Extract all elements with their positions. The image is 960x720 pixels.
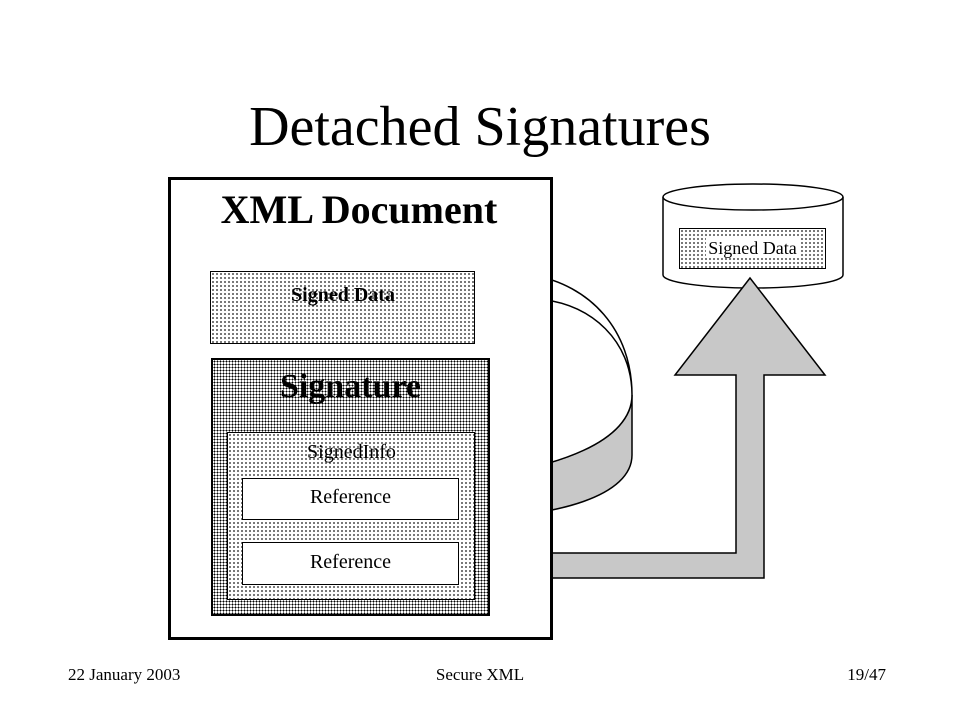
external-signed-data-box: Signed Data (679, 228, 826, 269)
page-number: 19/47 (847, 665, 886, 684)
signedinfo-label: SignedInfo (307, 441, 396, 463)
signature-label: Signature (279, 368, 422, 405)
reference-box: Reference (242, 542, 459, 585)
footer-date: 22 January 2003 (68, 665, 181, 684)
reference-box: Reference (242, 478, 459, 520)
external-signed-data-label: Signed Data (706, 238, 799, 258)
signed-data-box (210, 271, 475, 344)
xml-document-label: XML Document (220, 187, 498, 232)
elbow-arrow-icon (458, 276, 827, 579)
signed-data-label: Signed Data (291, 284, 395, 306)
slide-title: Detached Signatures (249, 96, 711, 158)
footer-title: Secure XML (435, 665, 525, 684)
